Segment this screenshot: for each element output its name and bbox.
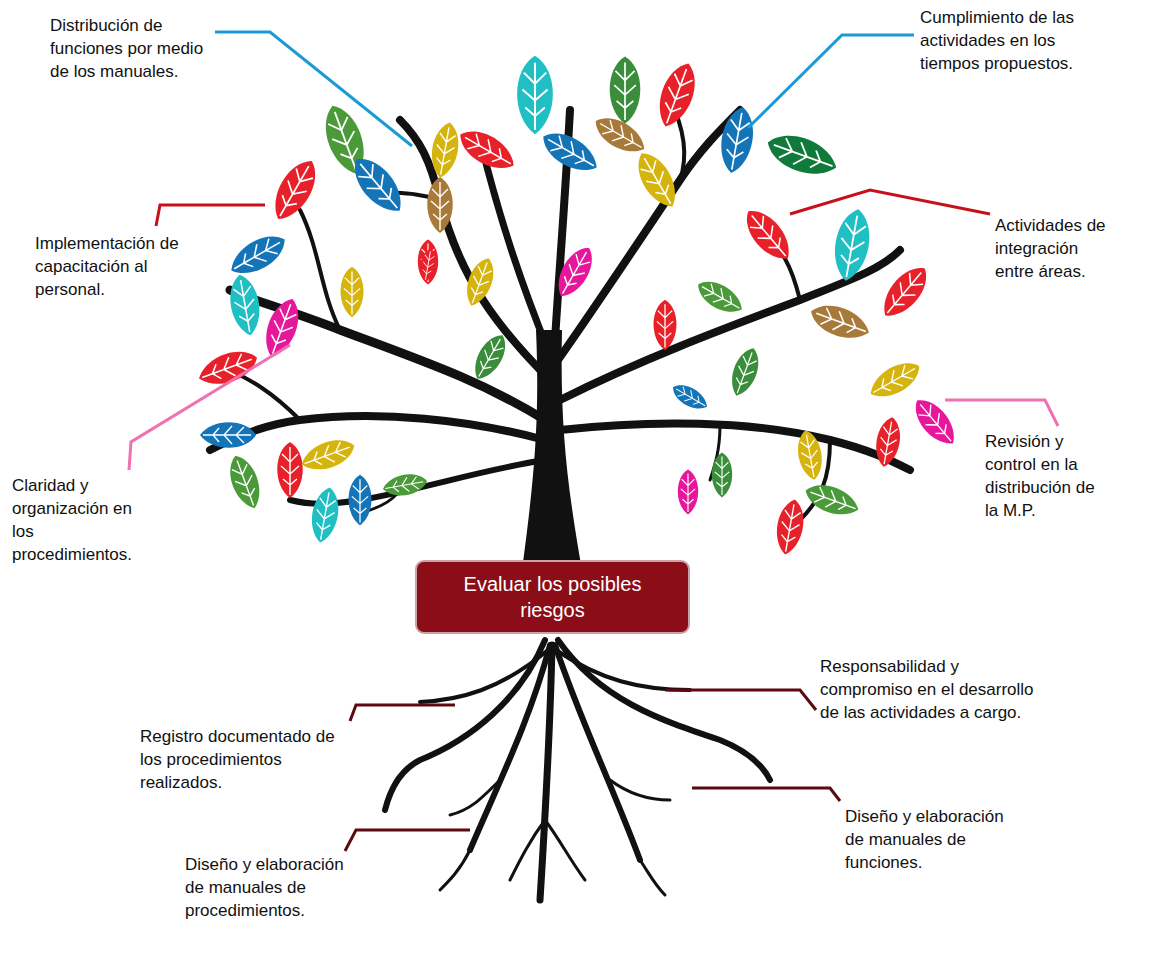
- tree-label: Diseño y elaboración de manuales de func…: [845, 805, 1020, 874]
- leader-lines: [129, 32, 1058, 851]
- risk-box: Evaluar los posibles riesgos: [415, 560, 690, 634]
- tree-roots: [385, 640, 770, 900]
- tree-label: Diseño y elaboración de manuales de proc…: [185, 853, 360, 922]
- tree-label: Claridad y organización en los procedimi…: [12, 474, 152, 566]
- tree-label: Responsabilidad y compromiso en el desar…: [820, 655, 1035, 724]
- tree-label: Cumplimiento de las actividades en los t…: [920, 6, 1090, 75]
- tree-label: Actividades de integración entre áreas.: [995, 214, 1115, 283]
- tree-label: Implementación de capacitación al person…: [35, 232, 195, 301]
- tree-label: Revisión y control en la distribución de…: [985, 430, 1107, 522]
- box-text: Evaluar los posibles riesgos: [463, 571, 643, 623]
- tree-label: Registro documentado de los procedimient…: [140, 725, 355, 794]
- tree-leaves: [194, 56, 963, 557]
- tree-branches: [210, 100, 910, 520]
- tree-label: Distribución de funciones por medio de l…: [50, 14, 215, 83]
